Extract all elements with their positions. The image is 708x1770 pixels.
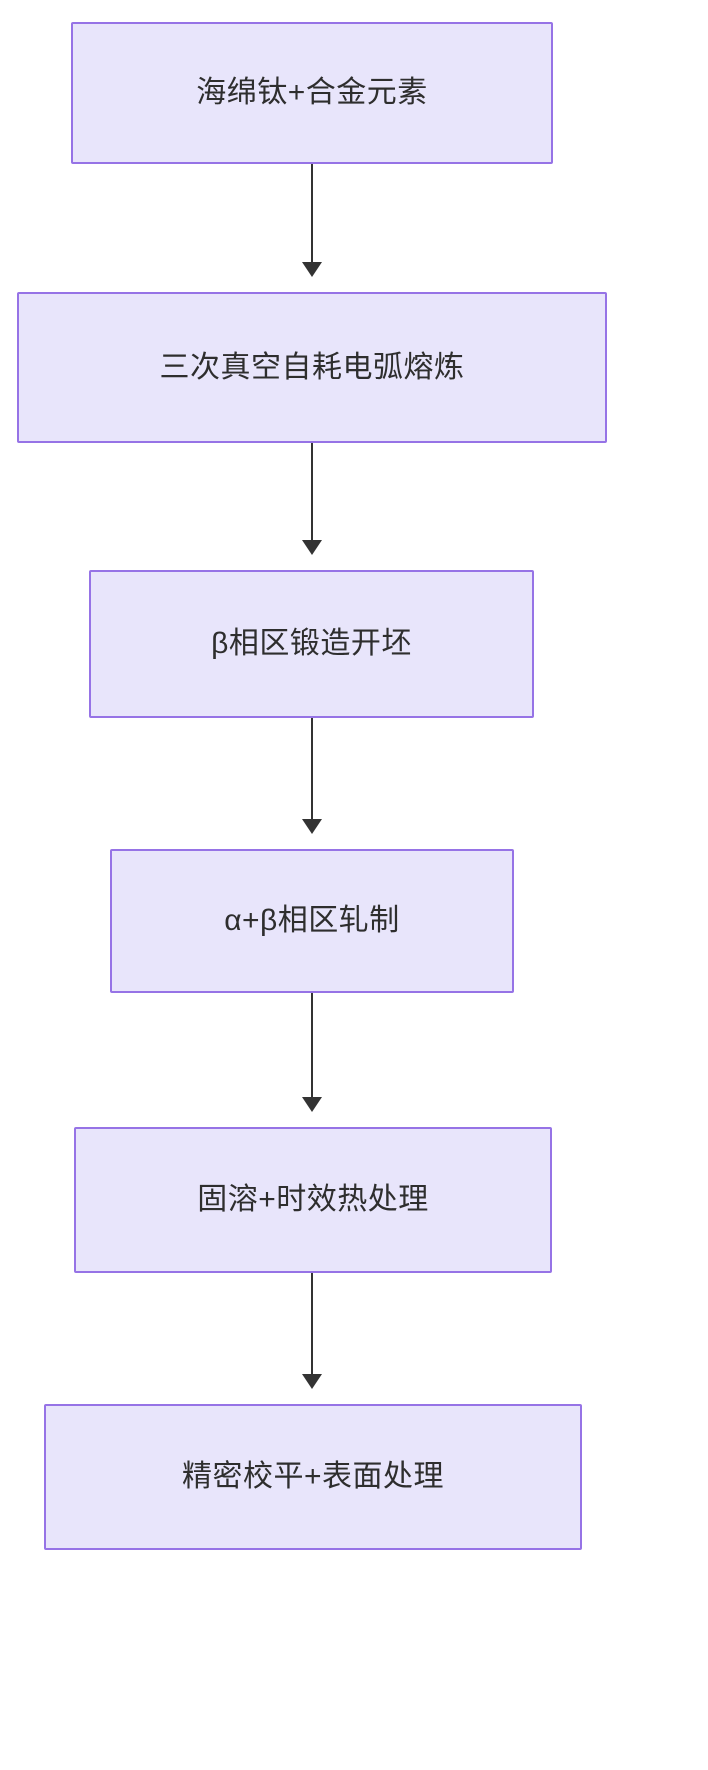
flow-node-label: β相区锻造开坯 bbox=[211, 627, 412, 661]
edge-arrowhead bbox=[302, 1374, 322, 1389]
flow-node-label: 精密校平+表面处理 bbox=[181, 1460, 445, 1494]
flow-node[interactable]: 三次真空自耗电弧熔炼 bbox=[17, 292, 607, 443]
flow-node-label: 海绵钛+合金元素 bbox=[196, 76, 428, 110]
edge-arrowhead bbox=[302, 819, 322, 834]
edge-arrowhead bbox=[302, 262, 322, 277]
edge-line bbox=[311, 1273, 313, 1374]
edge-arrowhead bbox=[302, 540, 322, 555]
flow-node[interactable]: 固溶+时效热处理 bbox=[74, 1127, 552, 1273]
edge-line bbox=[311, 993, 313, 1097]
flow-node[interactable]: α+β相区轧制 bbox=[110, 849, 514, 993]
flow-node[interactable]: 海绵钛+合金元素 bbox=[71, 22, 553, 164]
flow-node-label: 三次真空自耗电弧熔炼 bbox=[159, 350, 465, 384]
edge-line bbox=[311, 718, 313, 819]
flow-node[interactable]: β相区锻造开坯 bbox=[89, 570, 534, 718]
edge-arrowhead bbox=[302, 1097, 322, 1112]
edge-line bbox=[311, 164, 313, 262]
edge-line bbox=[311, 443, 313, 540]
flow-node-label: α+β相区轧制 bbox=[224, 904, 400, 938]
flow-node-label: 固溶+时效热处理 bbox=[197, 1183, 429, 1217]
flow-node[interactable]: 精密校平+表面处理 bbox=[44, 1404, 582, 1550]
